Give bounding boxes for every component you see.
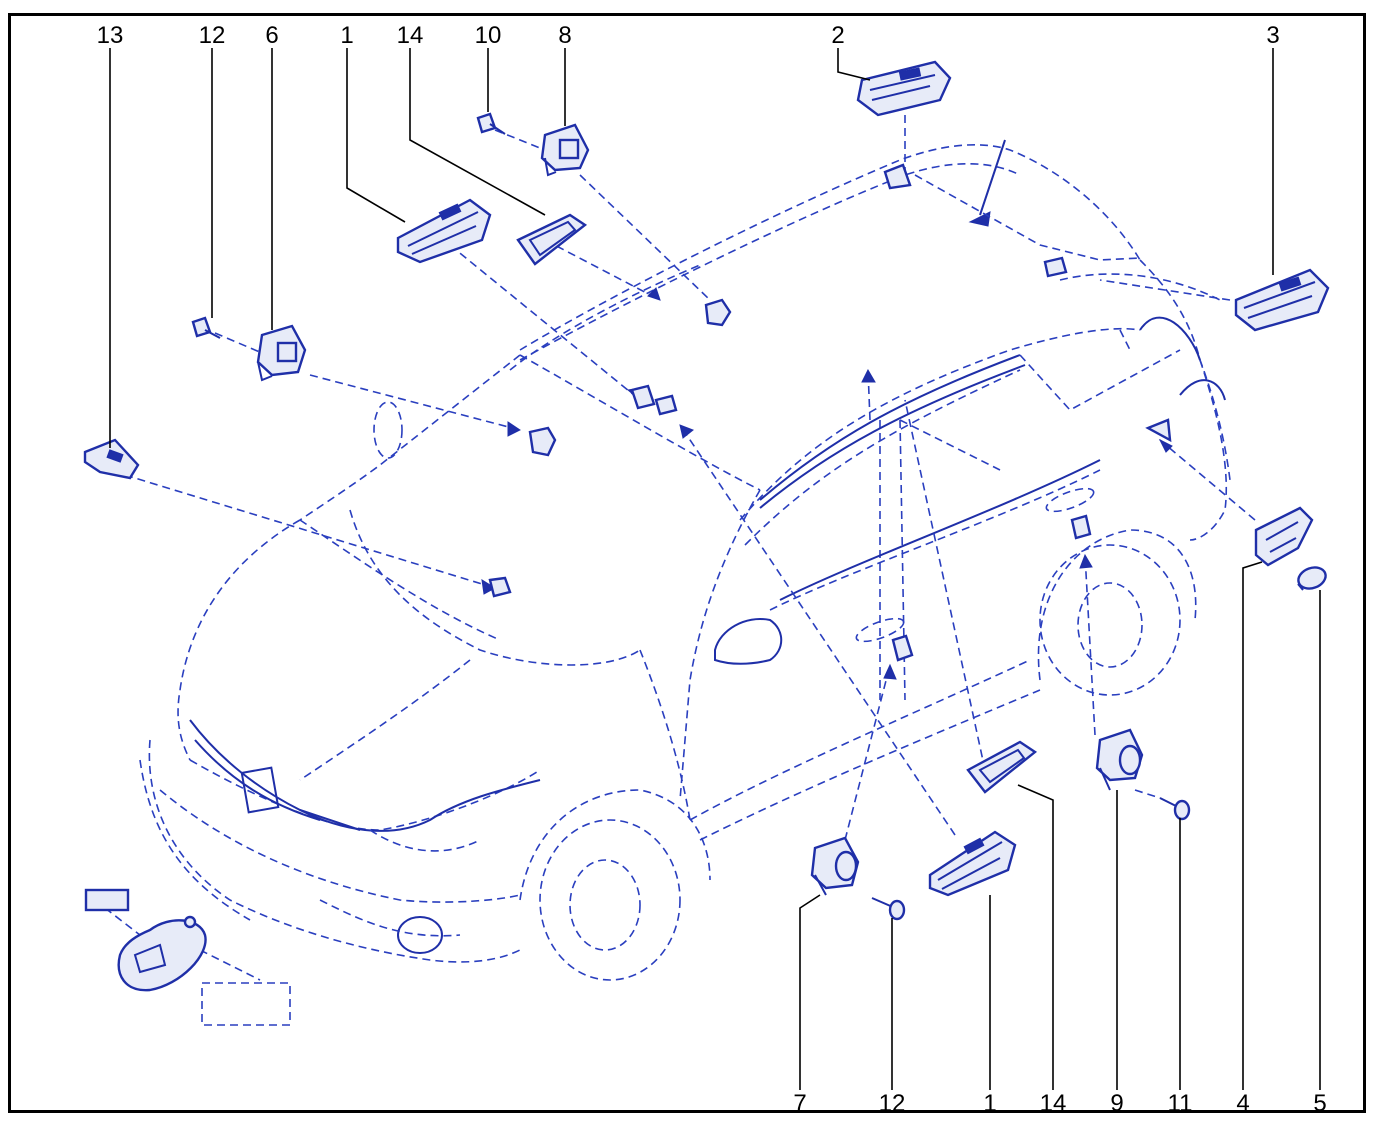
socket-icon xyxy=(1145,418,1172,443)
diagram-frame xyxy=(8,13,1366,1113)
socket-icon xyxy=(630,384,678,416)
gasket-14-icon xyxy=(516,213,588,266)
socket-icon xyxy=(1070,514,1092,540)
callout-1-bottom: 1 xyxy=(983,1090,997,1117)
socket-icon xyxy=(883,163,912,190)
lamp-housing-4-icon xyxy=(1254,506,1314,567)
lamp-unit-1-lower-icon xyxy=(928,830,1017,897)
callout-6: 6 xyxy=(265,22,279,49)
socket-icon xyxy=(1043,256,1068,278)
callout-9: 9 xyxy=(1110,1090,1124,1117)
socket-unit-9-icon xyxy=(1095,728,1144,791)
callout-14: 14 xyxy=(396,22,424,49)
leader-lines xyxy=(109,48,1321,1090)
screw-12-icon xyxy=(191,316,221,339)
screw-10-icon xyxy=(476,112,506,135)
lamp-unit-2-icon xyxy=(856,60,952,117)
callout-13: 13 xyxy=(96,22,124,49)
socket-icon xyxy=(528,426,557,457)
socket-unit-8-icon xyxy=(540,123,590,177)
socket-icon xyxy=(704,298,732,327)
callout-7: 7 xyxy=(793,1090,807,1117)
callout-2: 2 xyxy=(831,22,845,49)
callout-3: 3 xyxy=(1266,22,1280,49)
callout-14-bottom: 14 xyxy=(1039,1090,1067,1117)
gasket-14-lower-icon xyxy=(966,740,1038,794)
screw-11-icon xyxy=(1159,797,1191,821)
socket-unit-7-icon xyxy=(810,836,860,896)
body-sockets xyxy=(488,163,1172,662)
switch-13-icon xyxy=(83,438,140,480)
car-body-outline xyxy=(139,139,1231,981)
callout-12: 12 xyxy=(198,22,226,49)
socket-icon xyxy=(891,634,914,662)
bulb-detail-icon xyxy=(84,888,291,1026)
callout-11: 11 xyxy=(1167,1090,1193,1117)
callout-4: 4 xyxy=(1236,1090,1250,1117)
socket-unit-6-icon xyxy=(256,324,307,382)
callout-5: 5 xyxy=(1313,1090,1327,1117)
assembly-lines xyxy=(104,115,1256,981)
callout-12-bottom: 12 xyxy=(878,1090,906,1117)
socket-icon xyxy=(488,576,512,598)
lamp-unit-1-icon xyxy=(396,198,492,264)
screw-12-lower-icon xyxy=(871,897,906,921)
callout-1: 1 xyxy=(340,22,354,49)
bulb-5-icon xyxy=(1297,566,1327,591)
callout-8: 8 xyxy=(558,22,572,49)
callout-10: 10 xyxy=(474,22,502,49)
lamp-unit-3-icon xyxy=(1234,268,1330,332)
